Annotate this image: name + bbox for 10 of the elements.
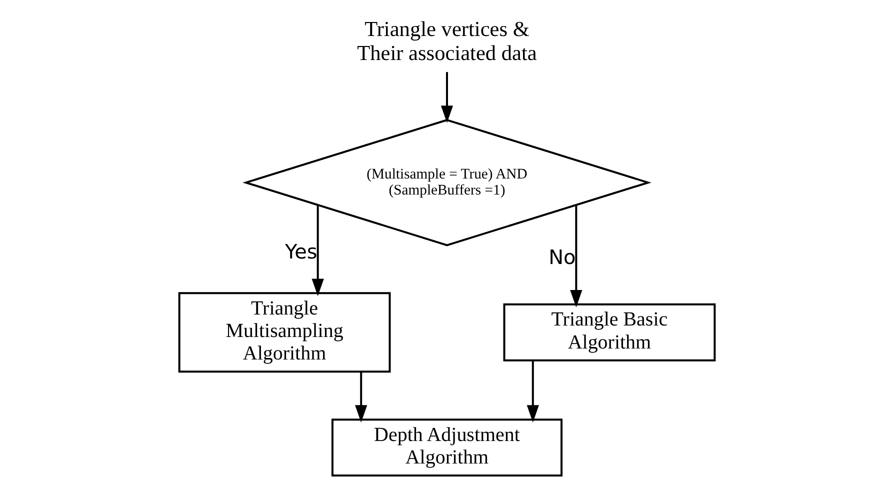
- arrow: [354, 372, 367, 423]
- edge-label: No: [548, 245, 576, 270]
- arrow: [311, 205, 324, 296]
- node-box: Triangle Multisampling Algorithm: [178, 292, 390, 373]
- arrow: [440, 72, 453, 123]
- arrow: [526, 360, 538, 422]
- arrow: [570, 205, 582, 308]
- node-box: Depth Adjustment Algorithm: [330, 418, 562, 477]
- node-text: Triangle vertices & Their associated data: [356, 16, 536, 65]
- node-box: Triangle Basic Algorithm: [502, 303, 716, 362]
